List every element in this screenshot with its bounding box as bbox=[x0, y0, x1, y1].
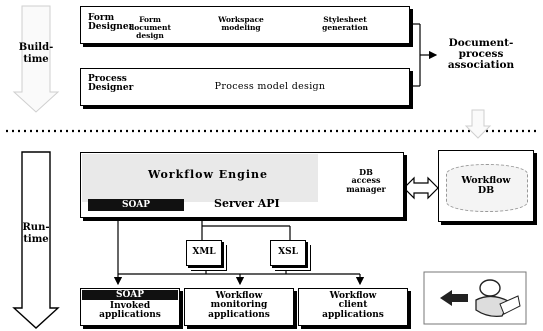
document-process-association: Document- process association bbox=[440, 38, 522, 71]
step-stylesheet-generation: Stylesheet generation bbox=[306, 16, 384, 32]
association-bracket bbox=[412, 24, 436, 86]
invoked-applications-label: Invoked applications bbox=[82, 302, 178, 321]
user-client-icon bbox=[424, 272, 526, 324]
form-designer-label: Form Designer bbox=[88, 14, 128, 33]
server-api-label: Server API bbox=[214, 198, 280, 210]
client-applications-label: Workflow client applications bbox=[300, 292, 406, 320]
step-form-document-design: Form document design bbox=[126, 16, 174, 40]
invoked-soap-bar: SOAP bbox=[82, 290, 178, 300]
runtime-label: Run- time bbox=[18, 222, 54, 246]
monitoring-applications-label: Workflow monitoring applications bbox=[186, 292, 292, 320]
step-workspace-modeling: Workspace modeling bbox=[202, 16, 280, 32]
db-access-manager: DB access manager bbox=[336, 168, 396, 193]
buildtime-label: Build- time bbox=[18, 42, 54, 66]
xsl-label: XSL bbox=[270, 248, 306, 257]
db-double-arrow bbox=[404, 178, 438, 198]
workflow-engine-title: Workflow Engine bbox=[148, 169, 268, 181]
process-model-design: Process model design bbox=[170, 82, 370, 92]
association-down-arrow bbox=[466, 110, 490, 138]
soap-bar: SOAP bbox=[88, 199, 184, 211]
process-designer-label: Process Designer bbox=[88, 75, 136, 94]
xml-label: XML bbox=[186, 248, 222, 257]
workflow-db-label: Workflow DB bbox=[446, 176, 526, 196]
